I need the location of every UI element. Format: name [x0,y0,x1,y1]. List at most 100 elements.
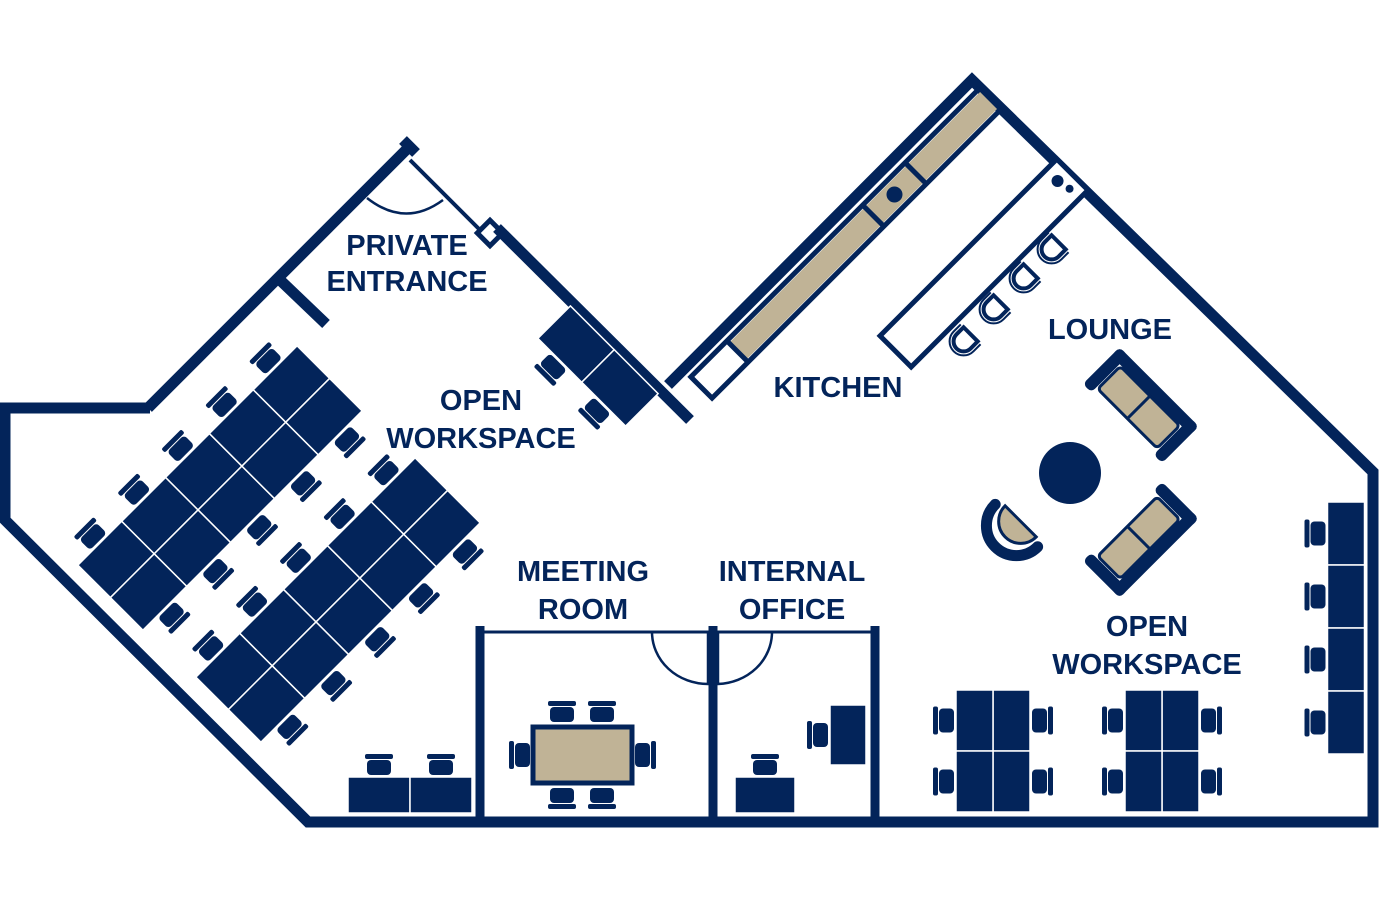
chair [203,558,235,590]
chair [452,539,484,571]
office-desk-1 [807,704,867,766]
desk [347,776,411,814]
desk [992,689,1031,752]
outer-wall-west [144,142,414,412]
chair [1304,645,1326,674]
desk [955,689,994,752]
chair [1304,708,1326,737]
entrance-wall-stub [399,136,420,157]
chair [277,714,309,746]
chair [74,517,106,549]
desk-cluster-east-1 [933,689,1053,813]
chair [1032,767,1053,796]
kitchen-island [876,155,1092,371]
chair [290,471,322,503]
chair [588,788,616,809]
chair [1304,519,1326,548]
chair [1201,706,1222,735]
chair [236,585,268,617]
desk [1124,750,1163,813]
lounge-sofa-north [1084,349,1197,462]
desk-cluster-west-1 [74,342,366,634]
chair [280,542,311,573]
chair [365,754,393,775]
desk [1326,501,1366,566]
chair [635,741,656,769]
meeting-table-set [509,701,656,809]
desk-cluster-west-2 [192,454,484,746]
chair [548,788,576,809]
chair [1102,767,1123,796]
label-open-workspace-left-1: OPEN [440,385,522,417]
chair [509,741,530,769]
chair [933,706,954,735]
desk [402,489,482,568]
entrance-door-wall [408,158,487,237]
chair [807,721,828,749]
chair [427,754,455,775]
entrance-post [473,216,507,250]
chair [588,701,616,722]
desk [1124,689,1163,752]
office-door-swing [716,631,774,686]
entrance-wall-east [493,224,694,424]
chair [1304,582,1326,611]
bar-stool [1008,260,1042,294]
office-desk-2 [734,754,796,814]
label-meeting-room-1: MEETING [517,556,649,588]
desk [1326,627,1366,692]
chair [933,767,954,796]
meeting-door-swing [650,631,710,686]
desk-cluster-east-2 [1102,689,1222,813]
chair [365,627,396,658]
desk [284,377,364,456]
kitchen-counter [687,86,1003,402]
chair [408,583,440,615]
desk [1161,689,1200,752]
desk [580,348,660,428]
chair [578,398,610,430]
bar-stool [948,323,982,357]
meeting-table [530,724,635,786]
desk [829,704,867,766]
label-private-entrance-1: PRIVATE [346,230,467,262]
lounge-coffee-table [1039,442,1101,504]
label-internal-office-2: OFFICE [739,594,845,626]
chair [118,473,150,505]
chair [205,386,237,418]
bar-stool [1036,231,1070,265]
desk [955,750,994,813]
label-open-workspace-right-1: OPEN [1106,611,1188,643]
chair [548,701,576,722]
desk [734,776,796,814]
desk-row-east-wall [1304,501,1366,755]
outer-wall [0,72,1379,828]
label-kitchen: KITCHEN [774,372,903,404]
entrance-door-swing [366,197,444,215]
desk [992,750,1031,813]
chair [1102,706,1123,735]
bar-stool [978,291,1012,325]
desk-cluster-southwest [347,754,473,814]
chair [751,754,779,775]
sink-icon [886,186,903,203]
lounge-armchair [980,498,1044,562]
chair [334,427,366,459]
label-private-entrance-2: ENTRANCE [326,266,487,298]
desk [1326,564,1366,629]
chair [1032,706,1053,735]
chair [1201,767,1222,796]
chair [249,342,281,374]
chair [192,629,224,661]
desk-cluster-entrance [534,304,660,430]
desk [1161,750,1200,813]
label-meeting-room-2: ROOM [538,594,628,626]
chair [247,515,278,546]
partition-wall [276,276,330,328]
label-lounge: LOUNGE [1048,314,1172,346]
desk [409,776,473,814]
chair [367,454,399,486]
chair [162,430,193,461]
label-open-workspace-left-2: WORKSPACE [386,423,576,455]
